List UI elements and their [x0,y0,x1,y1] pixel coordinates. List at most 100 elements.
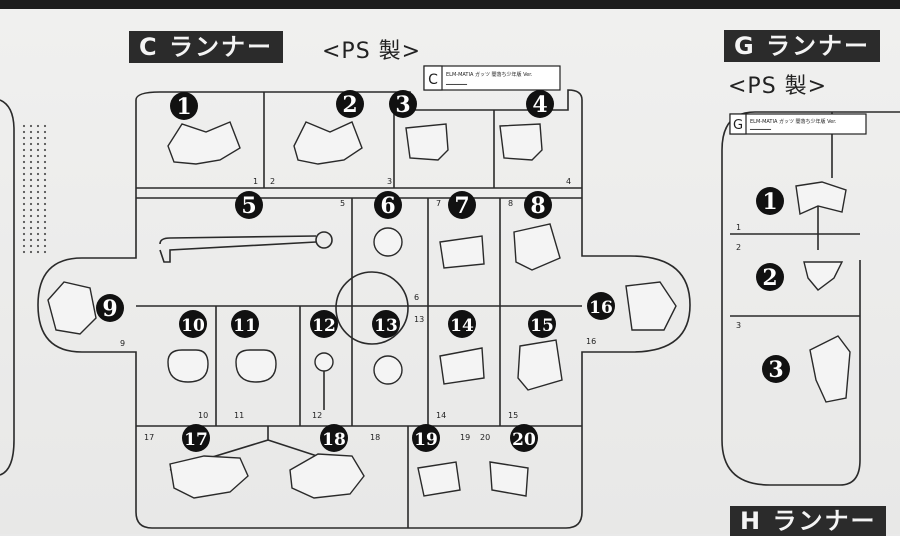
g-runner-frame: G ELM-MATIA ガッツ 闇落ち少年版 Ver. ━━━━━━━ [721,111,900,486]
grid-dot [43,142,47,146]
h-runner-title: H ランナー [730,506,887,536]
grid-dot [43,238,47,242]
g-part-2: 2 2 [736,243,844,291]
grid-dot [22,154,26,158]
c-part-2-badge [336,90,364,118]
c-part-19-badge [412,424,440,452]
g-runner-outline [721,111,900,486]
grid-dot [36,190,40,194]
grid-dot [29,142,33,146]
c-part-9-label: 9 [102,296,117,322]
g-part-2-gate: 2 [736,243,741,252]
c-part-1-label: 1 [176,94,191,120]
c-part-9-badge [96,294,124,322]
c-part-4: 4 4 [499,90,571,186]
c-part-17-badge [182,424,210,452]
left-partial-frame [0,99,15,476]
grid-dot [29,196,33,200]
c-part-3-shape [405,123,449,161]
grid-dot [36,202,40,206]
grid-dot [22,214,26,218]
c-part-18-badge [320,424,348,452]
c-part-1: 1 1 [167,92,258,186]
c-part-4-shape [499,123,543,161]
c-runner-title: C ランナー [129,31,283,63]
left-partial-runner [0,99,47,476]
grid-dot [36,136,40,140]
c-part-4-badge [526,90,554,118]
grid-dot [22,160,26,164]
c-part-3-badge [389,90,417,118]
c-part-12-label: 12 [312,316,336,336]
grid-dot [43,244,47,248]
grid-dot [36,244,40,248]
grid-dot [29,130,33,134]
c-part-18-shape [289,453,365,499]
c-part-19-label: 19 [414,430,438,450]
c-part-13-label: 13 [374,316,398,336]
c-part-14-gate: 14 [436,411,446,420]
grid-dot [43,208,47,212]
grid-dot [29,220,33,224]
grid-dot [43,130,47,134]
c-part-2-label: 2 [342,92,357,118]
c-part-16-shape [625,281,677,331]
g-tag-line2: ━━━━━━━ [749,127,772,133]
c-part-8-shape [513,223,561,271]
c-tag-letter: C [428,72,438,88]
c-part-20: 20 20 [480,424,538,497]
grid-dot [36,250,40,254]
grid-dot [36,184,40,188]
c-part-17-label: 17 [184,430,208,450]
g-tag-letter: G [733,118,743,133]
c-part-10: 10 10 [167,310,209,420]
grid-dot [36,208,40,212]
g-part-3-label: 3 [768,357,783,383]
c-part-7-badge [448,191,476,219]
grid-dot [43,178,47,182]
c-part-10-gate: 10 [198,411,208,420]
grid-dot [36,166,40,170]
c-part-7-gate: 7 [436,199,441,208]
grid-dot [29,136,33,140]
grid-dot [36,148,40,152]
grid-dot [29,184,33,188]
grid-dot [43,148,47,152]
g-tag-letter-box [729,113,747,135]
c-part-15-label: 15 [530,316,554,336]
g-part-1-gate: 1 [736,223,741,232]
grid-dot [36,232,40,236]
c-part-14: 14 14 [436,310,485,420]
c-part-14-shape [439,347,485,385]
grid-dot [36,142,40,146]
c-center-ring [335,271,409,345]
c-part-11-badge [231,310,259,338]
c-part-6-label: 6 [380,193,395,219]
c-part-6-shape [373,227,403,257]
c-part-3: 3 3 [387,90,449,186]
c-part-17: 17 17 [144,424,249,499]
c-part-9: 9 9 [47,281,125,348]
c-part-18-label: 18 [322,430,346,450]
c-part-9-shape [47,281,97,335]
c-part-12: 12 12 [310,310,338,420]
grid-dot [29,172,33,176]
grid-dot [43,190,47,194]
grid-dot [22,196,26,200]
c-part-20-shape [489,461,529,497]
c-part-20-gate: 20 [480,433,490,442]
grid-dot [22,250,26,254]
grid-dot [29,250,33,254]
g-part-1-label: 1 [762,189,777,215]
c-part-1-gate: 1 [253,177,258,186]
c-part-6-gate: 6 [414,293,419,302]
grid-dot [29,226,33,230]
c-part-10-badge [179,310,207,338]
c-part-13-gate: 13 [414,315,424,324]
c-part-12-shape [314,352,334,372]
grid-dot [29,214,33,218]
c-part-16: 16 16 [586,281,677,346]
grid-dot [36,124,40,128]
grid-dot [43,154,47,158]
c-part-16-badge [587,292,615,320]
